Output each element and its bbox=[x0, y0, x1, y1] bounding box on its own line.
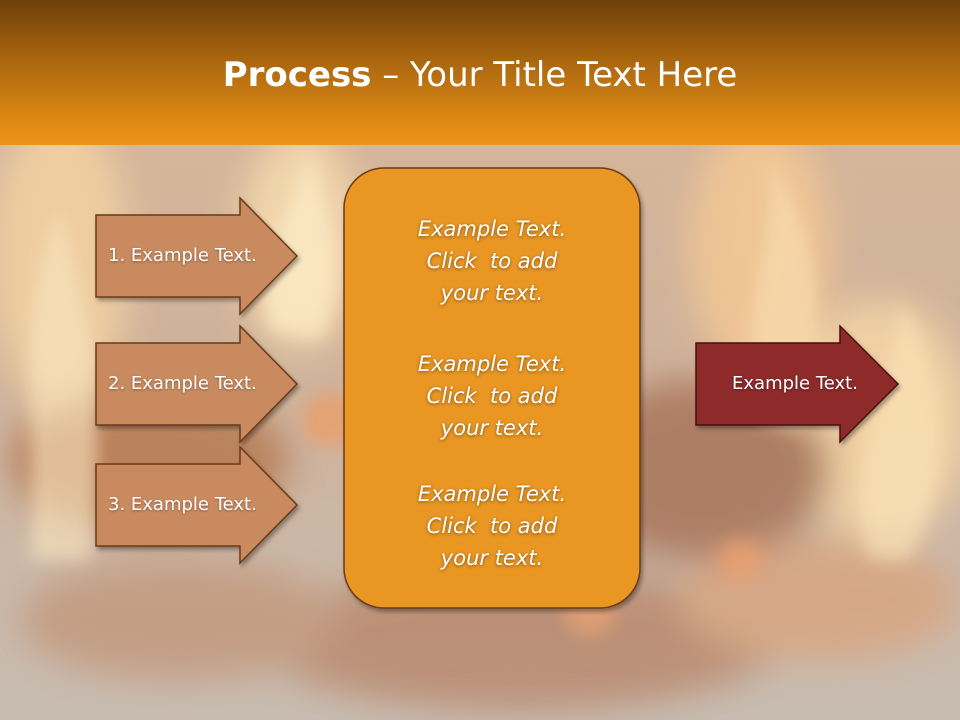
title-bold: Process bbox=[222, 55, 372, 95]
center-item-2-line-1: Example Text. bbox=[417, 352, 567, 376]
center-item-1: Example Text. Click to add your text. bbox=[344, 213, 640, 309]
center-item-2-line-3: your text. bbox=[440, 416, 544, 440]
title-bar bbox=[0, 0, 960, 145]
left-arrow-3-label: 3. Example Text. bbox=[108, 494, 257, 515]
left-arrow-2[interactable] bbox=[95, 324, 299, 444]
center-item-3-line-2: Click to add bbox=[426, 514, 558, 538]
right-arrow[interactable] bbox=[695, 324, 900, 444]
page-title[interactable]: Process – Your Title Text Here bbox=[0, 50, 960, 100]
center-box-shape[interactable] bbox=[343, 167, 641, 609]
center-item-1-line-1: Example Text. bbox=[417, 217, 567, 241]
center-item-2-line-2: Click to add bbox=[426, 384, 558, 408]
center-item-3-line-1: Example Text. bbox=[417, 482, 567, 506]
center-item-1-line-3: your text. bbox=[440, 281, 544, 305]
center-item-2: Example Text. Click to add your text. bbox=[344, 348, 640, 444]
left-arrow-1[interactable] bbox=[95, 196, 299, 316]
center-item-3-line-3: your text. bbox=[440, 546, 544, 570]
center-item-3: Example Text. Click to add your text. bbox=[344, 478, 640, 574]
right-arrow-label: Example Text. bbox=[732, 373, 858, 394]
left-arrow-3[interactable] bbox=[95, 445, 299, 565]
left-arrow-1-label: 1. Example Text. bbox=[108, 245, 257, 266]
center-item-1-line-2: Click to add bbox=[426, 249, 558, 273]
left-arrow-2-label: 2. Example Text. bbox=[108, 373, 257, 394]
center-text-box[interactable]: Example Text. Click to add your text. Ex… bbox=[344, 168, 640, 608]
title-rest: – Your Title Text Here bbox=[371, 55, 738, 95]
